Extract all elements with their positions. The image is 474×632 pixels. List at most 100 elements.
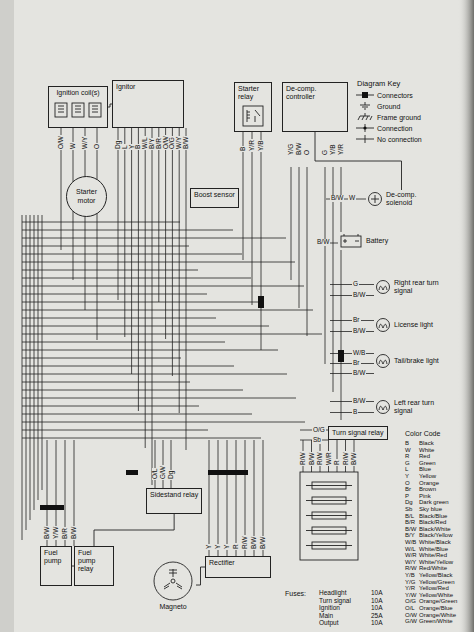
wire-code: O <box>94 143 101 150</box>
legend-text: Ground <box>377 103 400 110</box>
wire <box>261 132 262 350</box>
component-symbol <box>53 100 103 120</box>
wire <box>22 398 296 399</box>
wire-code: R <box>233 543 240 550</box>
wire-code: Br <box>352 360 361 367</box>
color-code-entry: Orange/Blue <box>418 605 454 611</box>
wire-code: W/B <box>352 350 366 357</box>
component-label: Battery <box>366 237 388 245</box>
wire <box>22 382 190 383</box>
wire-connector <box>94 514 174 546</box>
wire <box>97 128 98 340</box>
wire-code: B/W <box>352 398 366 405</box>
relay-box: Turn signal relay <box>328 426 388 440</box>
component-label: Starter relay <box>238 85 268 101</box>
legend-item: Connectors <box>356 91 413 99</box>
wire <box>22 270 198 271</box>
wire-code: Y/R <box>249 139 256 152</box>
starter-motor: Starter motor <box>66 176 107 217</box>
legend-sample <box>356 135 374 143</box>
component-label: Ignitor <box>116 83 180 91</box>
color-code-entry: P <box>404 493 410 499</box>
legend-item: Ground <box>356 102 400 110</box>
component-label: Starter motor <box>70 188 103 204</box>
wire <box>341 167 342 420</box>
color-code-entry: Y/B <box>404 572 416 578</box>
ignitor-box: Ignitor <box>112 80 184 128</box>
color-code-entry: W <box>404 447 412 453</box>
legend-item: Connection <box>356 124 412 132</box>
color-code-entry: Red/White <box>418 565 448 571</box>
fuse-rating: 10A <box>370 598 384 605</box>
color-code-entry: B <box>404 440 410 446</box>
wire <box>152 128 153 485</box>
wire <box>325 167 326 364</box>
component-symbol <box>375 353 391 369</box>
component-label: Boost sensor <box>194 191 235 199</box>
wire <box>22 294 207 295</box>
color-code-entry: Yellow <box>418 473 437 479</box>
wire <box>22 262 295 263</box>
wire <box>22 358 181 359</box>
color-code-entry: Black <box>418 440 435 446</box>
wire-code: B <box>240 146 247 152</box>
wire <box>209 440 210 556</box>
wire <box>306 500 352 501</box>
wire <box>291 167 292 280</box>
tail-lamp: Tail/brake light <box>374 352 440 370</box>
fuse-rating: 25A <box>370 613 384 620</box>
color-code-entry: Green/White <box>418 618 454 624</box>
color-code-entry: White/Yellow <box>418 559 454 565</box>
component-label: Left rear turn signal <box>394 399 448 415</box>
component-label: Tail/brake light <box>394 357 439 365</box>
wire <box>306 545 352 546</box>
legend-text: No connection <box>377 136 422 143</box>
color-code-entry: Yellow/Red <box>418 585 450 591</box>
wire <box>131 128 132 374</box>
wire-line <box>94 514 174 546</box>
wire <box>22 286 304 287</box>
component-label: Ignition coil(s) <box>56 89 99 97</box>
component-symbol <box>367 191 383 207</box>
license-lamp: License light <box>374 316 434 334</box>
turn-signal-lamp: Left rear turn signal <box>374 398 449 416</box>
legend-item: Frame ground <box>356 113 421 121</box>
color-code-entry: B/R <box>404 519 416 525</box>
fuse-rating: 10A <box>370 590 384 597</box>
wire <box>22 350 278 351</box>
wire <box>145 128 146 448</box>
wire-code: Y <box>206 544 213 550</box>
wire-code: O/L <box>152 468 159 480</box>
wire-line <box>196 567 205 585</box>
wire-code: W/L <box>142 136 149 150</box>
wire <box>172 128 173 376</box>
color-code-entry: W/L <box>404 546 417 552</box>
relay-box: Fuel pump relay <box>74 546 114 586</box>
component-label: De-comp. solenoid <box>386 191 436 207</box>
wire-code: G <box>322 149 329 156</box>
wire <box>22 406 199 407</box>
wire-code: B/W <box>351 452 358 466</box>
color-code-entry: Black/Yellow <box>418 532 453 538</box>
wire-code: B/R <box>156 137 163 150</box>
color-code-entry: O/W <box>404 612 418 618</box>
wire-code: Y/B <box>258 140 265 152</box>
wire <box>22 254 242 255</box>
fuse-rating: Headlight <box>318 590 347 597</box>
wire-code: B/W <box>330 195 344 202</box>
wire <box>118 128 119 300</box>
wire <box>186 128 187 450</box>
wire-code: O <box>304 149 311 156</box>
wire-code: Y/B <box>330 144 337 156</box>
wire <box>306 515 352 516</box>
wire <box>22 438 261 439</box>
wire-code: Y/W <box>53 526 60 540</box>
wire <box>22 422 305 423</box>
wire <box>22 374 287 375</box>
color-code-entry: White/Red <box>418 552 448 558</box>
wire-code: R/W <box>300 451 307 466</box>
wire-code: G <box>352 281 359 288</box>
fuse-rating: 10A <box>370 620 384 627</box>
fuse-rating: Main <box>318 613 334 620</box>
wire-code: B/W <box>251 536 258 550</box>
